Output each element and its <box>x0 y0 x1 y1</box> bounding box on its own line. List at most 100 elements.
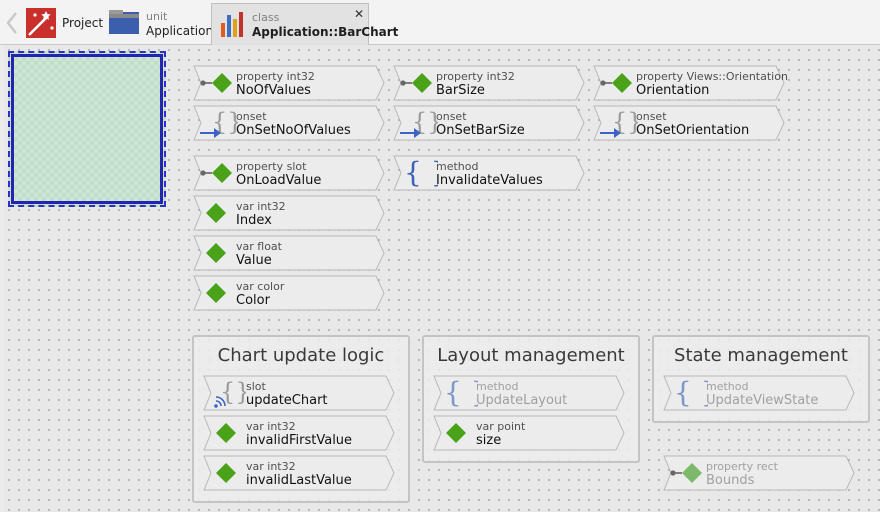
member-kind: property slot <box>236 160 307 173</box>
slot-signal-icon: {} <box>214 378 246 408</box>
breadcrumb-class-name: Application::BarChart <box>252 25 399 39</box>
member-brick-shape <box>203 375 395 411</box>
member-name: OnLoadValue <box>236 173 322 188</box>
variable-diamond-icon <box>206 283 226 303</box>
property-diamond-icon <box>200 73 232 93</box>
member-kind: slot <box>246 380 266 393</box>
member-kind: var int32 <box>246 460 296 473</box>
member-name: invalidLastValue <box>246 473 352 488</box>
method-brace-icon: { } <box>674 376 708 409</box>
member-brick-shape <box>203 415 395 451</box>
member-kind: property int32 <box>436 70 515 83</box>
member-name: Color <box>236 293 270 308</box>
member-name: Index <box>236 213 272 228</box>
member-kind: property Views::Orientation <box>636 70 788 83</box>
member-kind: onset <box>636 110 667 123</box>
member-name: updateChart <box>246 393 328 408</box>
member-name: OnSetNoOfValues <box>236 123 351 138</box>
property-diamond-icon <box>670 463 702 483</box>
group-title: Layout management <box>437 345 625 366</box>
member-name: size <box>476 433 502 448</box>
member-kind: var point <box>476 420 526 433</box>
member-name: Bounds <box>706 473 755 488</box>
variable-diamond-icon <box>216 463 236 483</box>
member-name: Orientation <box>636 83 710 98</box>
onset-arrow-icon: {} <box>400 108 438 138</box>
member-brick-shape <box>433 375 625 411</box>
member-name: InvalidateValues <box>436 173 543 188</box>
variable-diamond-icon <box>446 423 466 443</box>
variable-diamond-icon <box>216 423 236 443</box>
member-name: OnSetBarSize <box>436 123 525 138</box>
member-brick-shape <box>663 375 855 411</box>
member-name: UpdateLayout <box>476 393 568 408</box>
property-diamond-icon <box>200 163 232 183</box>
member-brick-shape <box>193 195 385 231</box>
back-button[interactable] <box>0 0 22 44</box>
member-name: Value <box>236 253 272 268</box>
member-kind: property int32 <box>236 70 315 83</box>
breadcrumb-unit[interactable]: unit Application <box>106 0 214 44</box>
member-kind: onset <box>236 110 267 123</box>
bar-chart-view-bounds[interactable] <box>8 51 166 207</box>
member-brick-shape <box>193 275 385 311</box>
breadcrumb-unit-name: Application <box>146 24 214 38</box>
member-kind: var int32 <box>246 420 296 433</box>
class-editor-canvas[interactable]: Chart update logic Layout management Sta… <box>4 45 880 512</box>
member-brick-shape <box>193 235 385 271</box>
onset-arrow-icon: {} <box>600 108 638 138</box>
member-kind: method <box>476 380 519 393</box>
member-brick-shape <box>593 105 785 141</box>
member-kind: method <box>706 380 749 393</box>
member-kind: property rect <box>706 460 778 473</box>
member-brick-shape <box>193 105 385 141</box>
close-tab-icon[interactable]: ✕ <box>353 7 364 21</box>
onset-arrow-icon: {} <box>200 108 238 138</box>
method-brace-icon: { } <box>444 376 478 409</box>
property-diamond-icon <box>400 73 432 93</box>
svg-text:{ }: { } <box>674 376 708 409</box>
member-name: invalidFirstValue <box>246 433 353 448</box>
member-kind: var float <box>236 240 282 253</box>
project-wand-icon <box>26 8 56 38</box>
group-title: State management <box>674 345 848 366</box>
unit-folder-icon <box>109 10 139 34</box>
breadcrumb-project[interactable]: Project <box>24 0 104 44</box>
breadcrumb: Project unit Application class Applicati… <box>0 0 880 45</box>
member-name: OnSetOrientation <box>636 123 750 138</box>
bar-chart-class-icon <box>221 12 243 37</box>
member-name: UpdateViewState <box>706 393 819 408</box>
property-diamond-icon <box>600 73 632 93</box>
svg-text:{ }: { } <box>404 156 438 189</box>
svg-text:{ }: { } <box>444 376 478 409</box>
member-kind: method <box>436 160 479 173</box>
method-brace-icon: { } <box>404 156 438 189</box>
member-brick-shape <box>433 415 625 451</box>
member-name: BarSize <box>436 83 485 98</box>
breadcrumb-class[interactable]: class Application::BarChart ✕ <box>211 3 398 45</box>
member-brick-shape <box>393 155 585 191</box>
breadcrumb-project-name: Project <box>62 16 104 30</box>
member-brick-shape <box>203 455 395 491</box>
variable-diamond-icon <box>206 203 226 223</box>
breadcrumb-unit-kind: unit <box>146 10 168 23</box>
group-title: Chart update logic <box>217 345 385 366</box>
